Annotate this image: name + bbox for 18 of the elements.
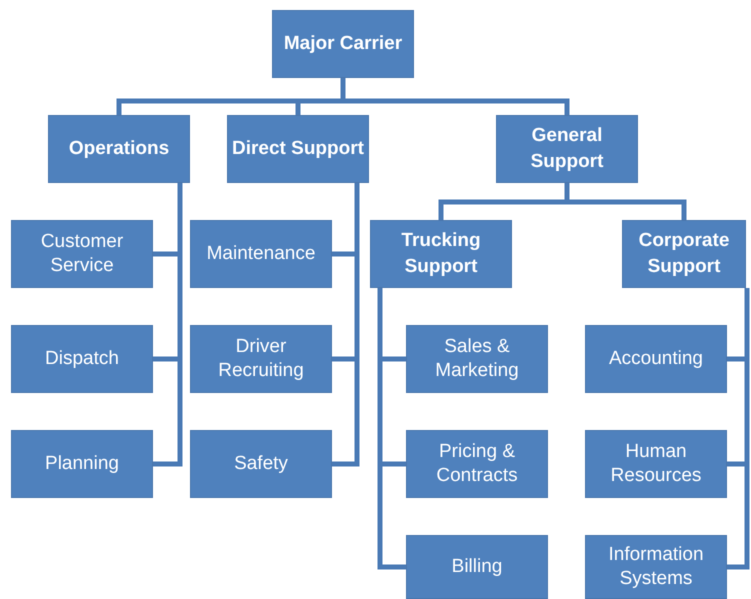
department-box: Direct Support [227,115,369,183]
department-box: Operations [48,115,190,183]
department-box: Trucking Support [370,220,512,288]
unit-box: Customer Service [11,220,153,288]
unit-box: Billing [406,535,548,599]
unit-box: Accounting [585,325,727,393]
unit-box: Safety [190,430,332,498]
unit-box: Human Resources [585,430,727,498]
unit-box: Information Systems [585,535,727,599]
unit-box: Dispatch [11,325,153,393]
department-box: Major Carrier [272,10,414,78]
department-box: Corporate Support [622,220,746,288]
unit-box: Maintenance [190,220,332,288]
unit-box: Planning [11,430,153,498]
department-box: General Support [496,115,638,183]
unit-box: Pricing & Contracts [406,430,548,498]
unit-box: Driver Recruiting [190,325,332,393]
unit-box: Sales & Marketing [406,325,548,393]
